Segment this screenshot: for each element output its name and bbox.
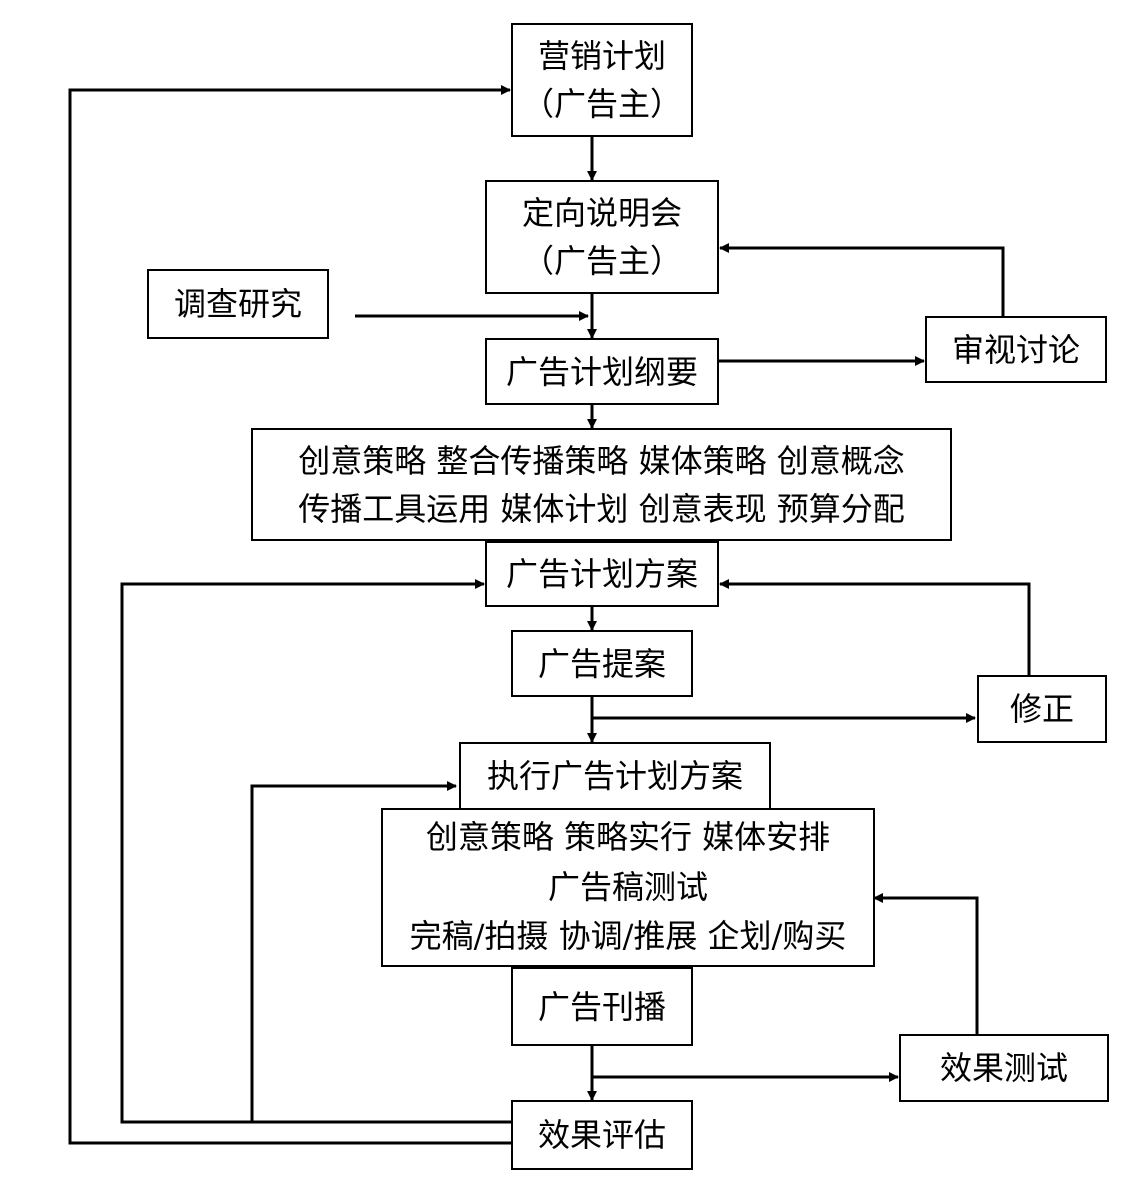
- node-broadcast-label: 广告刊播: [537, 987, 666, 1026]
- node-marketing-plan-line2: （广告主）: [521, 85, 682, 123]
- node-marketing-plan: 营销计划 （广告主）: [511, 23, 693, 137]
- node-research-label: 调查研究: [173, 285, 302, 323]
- node-review-label: 审视讨论: [951, 330, 1080, 369]
- edge-proposal-to-revise: [590, 697, 976, 723]
- node-review: 审视讨论: [925, 316, 1107, 383]
- node-execute: 执行广告计划方案: [459, 742, 771, 810]
- node-exec-details: 创意策略 策略实行 媒体安排 广告稿测试 完稿/拍摄 协调/推展 企划/购买: [381, 808, 875, 967]
- node-strategy-line2: 传播工具运用 媒体计划 创意表现 预算分配: [298, 489, 905, 528]
- node-plan-label: 广告计划方案: [505, 555, 698, 593]
- edge-evaluation-to-plan: [120, 579, 512, 1124]
- edge-effect-test-to-exec: [873, 893, 979, 1034]
- node-orientation-line2: （广告主）: [521, 242, 682, 280]
- node-evaluation-label: 效果评估: [537, 1116, 666, 1154]
- node-evaluation: 效果评估: [511, 1100, 693, 1170]
- node-strategy: 创意策略 整合传播策略 媒体策略 创意概念 传播工具运用 媒体计划 创意表现 预…: [251, 428, 952, 541]
- edge-revise-to-plan: [719, 579, 1031, 675]
- node-plan: 广告计划方案: [485, 541, 719, 607]
- node-outline: 广告计划纲要: [485, 338, 719, 405]
- node-exec-details-line1: 创意策略 策略实行 媒体安排: [425, 818, 831, 857]
- node-exec-details-line2: 广告稿测试: [547, 867, 708, 906]
- node-exec-details-line3: 完稿/拍摄 协调/推展 企划/购买: [409, 917, 847, 956]
- edge-review-to-orientation: [719, 243, 1005, 316]
- node-strategy-line1: 创意策略 整合传播策略 媒体策略 创意概念: [298, 441, 905, 480]
- node-execute-label: 执行广告计划方案: [486, 757, 743, 795]
- node-revise-label: 修正: [1009, 690, 1074, 728]
- node-marketing-plan-line1: 营销计划: [537, 37, 666, 75]
- node-proposal-label: 广告提案: [537, 644, 666, 683]
- node-proposal: 广告提案: [511, 630, 693, 697]
- node-broadcast: 广告刊播: [511, 967, 693, 1046]
- node-revise: 修正: [977, 675, 1107, 743]
- edge-evaluation-to-marketing: [68, 85, 512, 1145]
- node-orientation: 定向说明会 （广告主）: [485, 180, 719, 294]
- node-research: 调查研究: [147, 269, 329, 339]
- node-effect-test: 效果测试: [899, 1034, 1109, 1102]
- node-outline-label: 广告计划纲要: [505, 352, 698, 391]
- node-orientation-line1: 定向说明会: [521, 194, 682, 232]
- node-effect-test-label: 效果测试: [939, 1049, 1068, 1087]
